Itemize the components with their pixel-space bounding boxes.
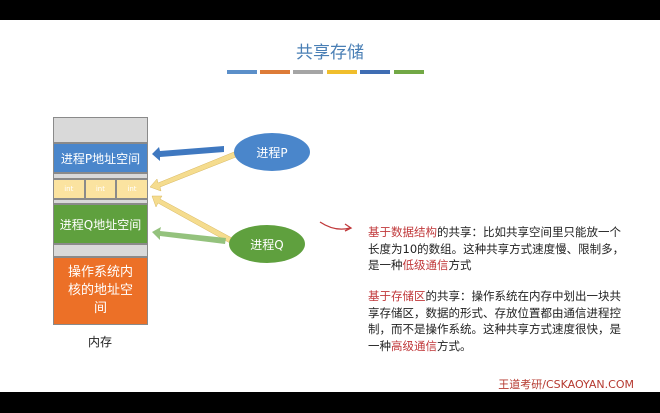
red-pointer-arrow [319, 221, 351, 230]
top-black-bar [0, 0, 660, 20]
stripe [260, 70, 290, 74]
storage-area-sharing-text: 基于存储区的共享：操作系统在内存中划出一块共享存储区，数据的形式、存放位置都由通… [368, 288, 630, 354]
arrow-q-to-shared [151, 195, 233, 244]
highlight: 基于存储区 [368, 289, 426, 303]
q-address-space: 进程Q地址空间 [53, 204, 148, 244]
stripe [327, 70, 357, 74]
process-p-ellipse: 进程P [234, 133, 310, 171]
footer-brand: 王道考研/CSKAOYAN.COM [498, 378, 634, 391]
p-address-space: 进程P地址空间 [53, 143, 148, 173]
arrow-p-to-p-space [152, 146, 224, 161]
shared-int-cell: int [84, 179, 117, 199]
free-segment [53, 173, 148, 179]
free-segment [53, 244, 148, 257]
bottom-black-bar [0, 392, 660, 413]
data-structure-sharing-text: 基于数据结构的共享：比如共享空间里只能放一个长度为10的数组。这种共享方式速度慢… [368, 224, 630, 274]
body-text: 的共享：比如共享空间里只能放一个长度为10的数组。这种共享方式速度慢、限制多，是… [368, 225, 625, 272]
body-text: 方式。 [437, 338, 472, 353]
stripe [293, 70, 323, 74]
body-text: 的共享：操作系统在内存中划出一块共享存储区，数据的形式、存放位置都由通信进程控制… [368, 289, 621, 353]
highlight: 低级通信 [402, 258, 449, 272]
highlight: 高级通信 [391, 338, 437, 353]
stripe [360, 70, 390, 74]
shared-int-cell: int [53, 179, 85, 199]
highlight: 基于数据结构 [368, 225, 437, 239]
free-segment [53, 199, 148, 204]
slide-title: 共享存储 [296, 43, 364, 63]
kernel-address-space: 操作系统内核的地址空间 [53, 257, 148, 325]
stripe [227, 70, 257, 74]
stripe [394, 70, 424, 74]
arrow-p-to-shared [149, 151, 237, 192]
body-text: 方式 [448, 258, 472, 272]
free-segment [53, 117, 148, 143]
arrow-q-to-q-space [152, 227, 226, 244]
shared-int-cell: int [116, 179, 148, 199]
memory-label: 内存 [88, 335, 113, 349]
process-q-ellipse: 进程Q [229, 225, 305, 263]
